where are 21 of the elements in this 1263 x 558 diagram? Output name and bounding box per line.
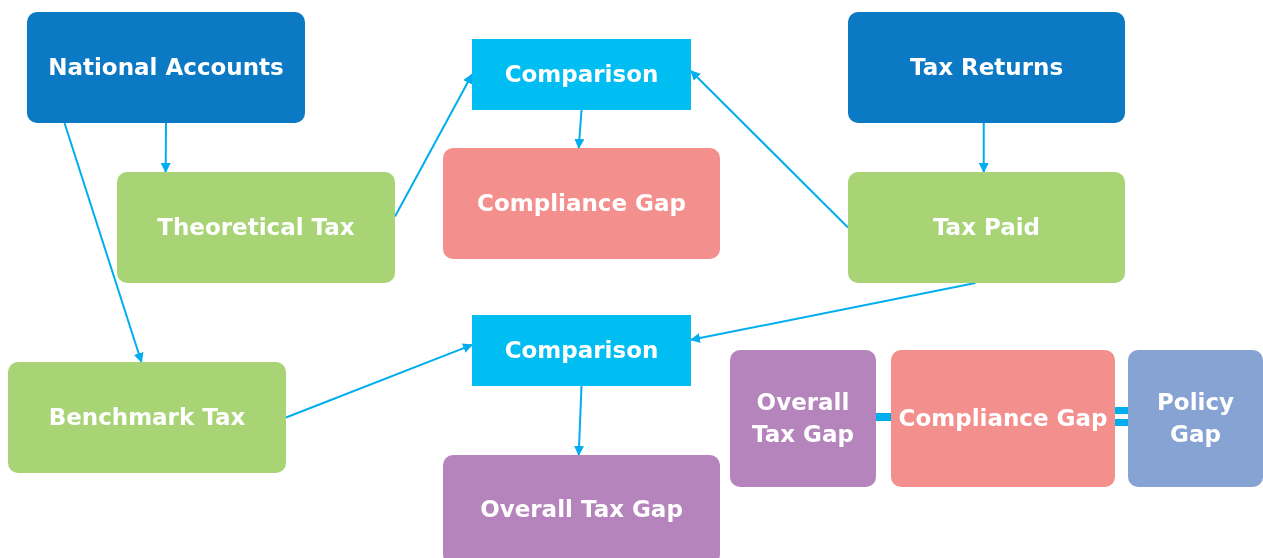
arrow: [574, 385, 585, 456]
arrow: [394, 73, 473, 218]
equation-term-box: Overall Tax Gap: [730, 350, 876, 487]
comparison-box: Comparison: [472, 39, 691, 110]
arrow: [978, 122, 989, 173]
process-box: Tax Paid: [848, 172, 1125, 283]
comparison-box: Comparison: [472, 315, 691, 386]
equation-term-box: Compliance Gap: [891, 350, 1115, 487]
arrow: [63, 122, 144, 363]
equation-term-box: Policy Gap: [1128, 350, 1263, 487]
arrow: [574, 109, 585, 149]
arrow: [285, 343, 473, 419]
result-box: Compliance Gap: [443, 148, 720, 259]
arrow: [160, 122, 171, 173]
arrow: [690, 69, 849, 229]
result-box: Overall Tax Gap: [443, 455, 720, 558]
process-box: Benchmark Tax: [8, 362, 286, 473]
process-box: Tax Returns: [848, 12, 1125, 123]
process-box: Theoretical Tax: [117, 172, 395, 283]
process-box: National Accounts: [27, 12, 305, 123]
arrow: [690, 282, 977, 343]
